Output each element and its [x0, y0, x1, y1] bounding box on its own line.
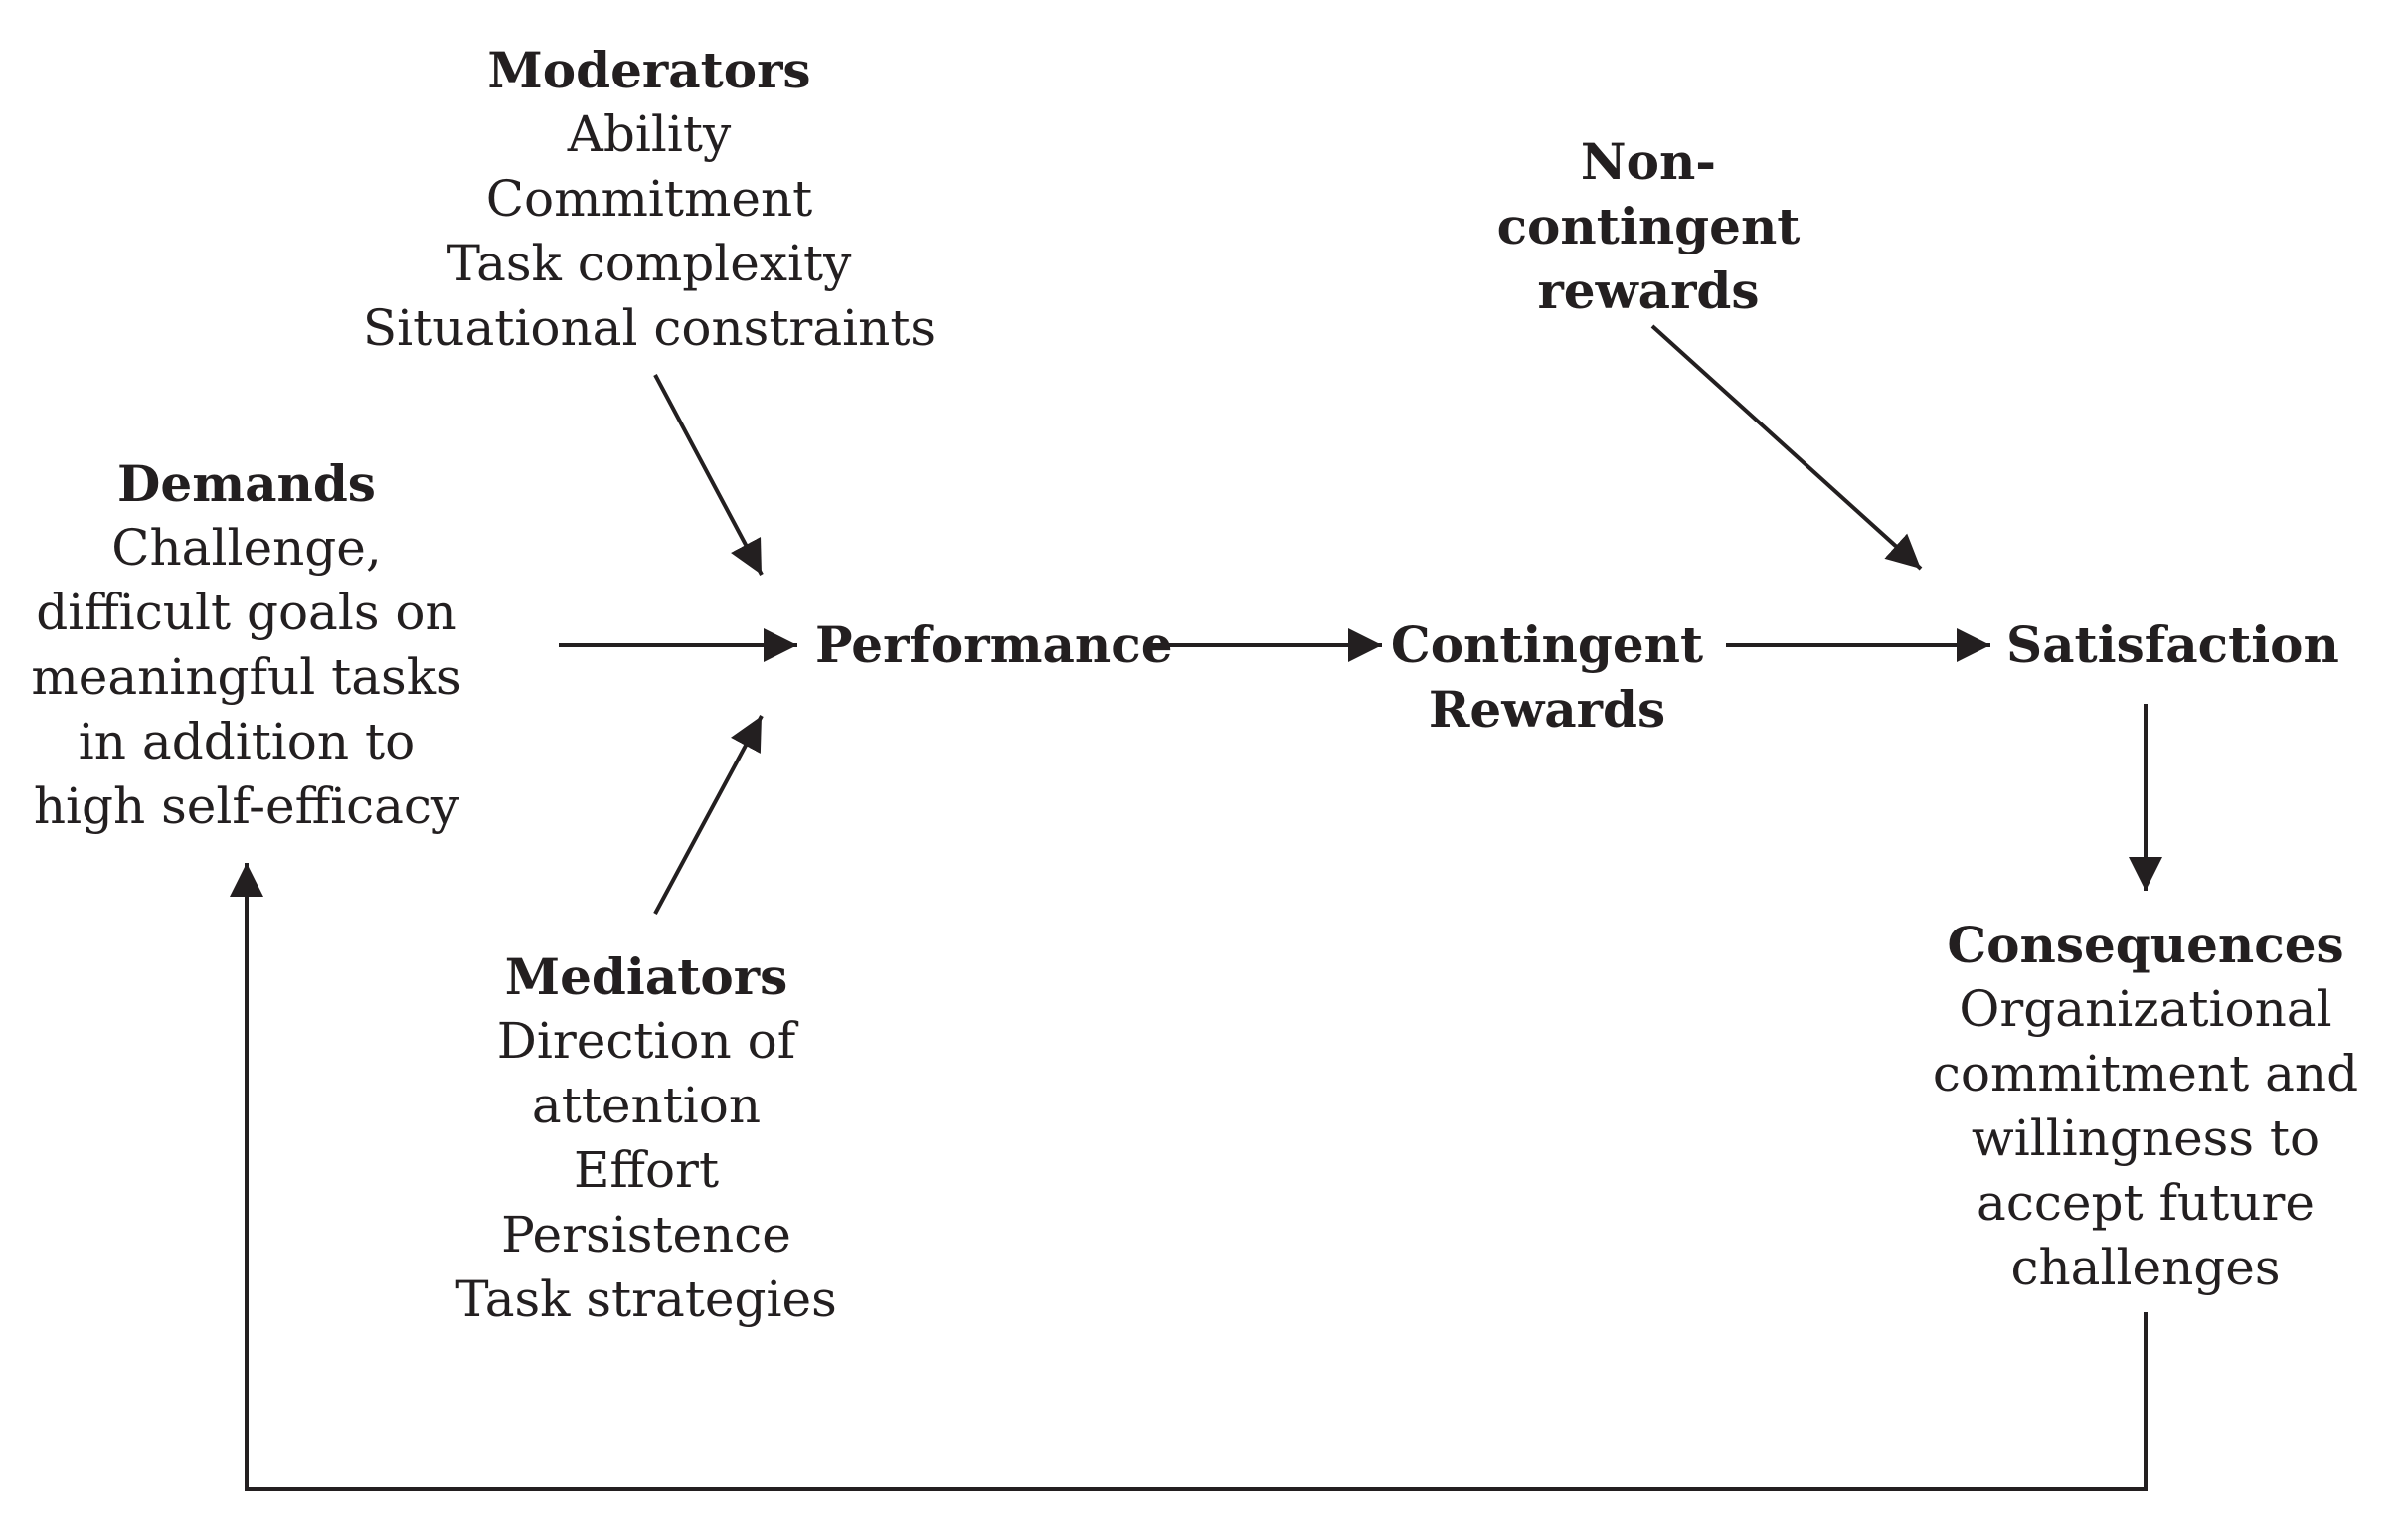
consequences-item: willingness to [1971, 1109, 2321, 1167]
consequences-item: Organizational [1959, 980, 2332, 1038]
demands-item: difficult goals on [36, 584, 457, 641]
contingent-rewards-node: Contingent Rewards [1391, 612, 1703, 742]
moderator-item: Ability [567, 105, 732, 163]
mediators-title: Mediators [504, 947, 788, 1006]
demands-item: Challenge, [111, 519, 382, 577]
mediators-node: Mediators Direction of attention Effort … [455, 944, 837, 1332]
consequences-item: commitment and [1932, 1045, 2359, 1102]
demands-item: high self-efficacy [33, 777, 460, 835]
satisfaction-node: Satisfaction [2006, 615, 2339, 674]
contingent-rewards-line: Contingent [1390, 615, 1704, 674]
non-contingent-line: contingent [1496, 197, 1801, 255]
consequences-title: Consequences [1947, 916, 2344, 974]
demands-node: Demands Challenge, difficult goals on me… [31, 451, 461, 839]
moderator-item: Situational constraints [362, 299, 937, 357]
mediator-item: Effort [573, 1141, 720, 1199]
moderators-title: Moderators [487, 41, 811, 99]
consequences-node: Consequences Organizational commitment a… [1933, 913, 2358, 1300]
arrow-moderators-to-performance [653, 374, 764, 576]
non-contingent-line: Non- [1580, 132, 1717, 191]
mediator-item: Task strategies [455, 1270, 837, 1328]
mediator-item: attention [531, 1077, 762, 1134]
non-contingent-line: rewards [1537, 261, 1760, 320]
demands-title: Demands [117, 454, 376, 513]
contingent-rewards-line: Rewards [1428, 680, 1666, 739]
performance-node: Performance [815, 615, 1173, 674]
consequences-item: challenges [2010, 1239, 2281, 1296]
arrow-non-contingent-rewards-to-satisfaction [1650, 324, 1923, 571]
consequences-item: accept future [1977, 1174, 2315, 1232]
moderator-item: Task complexity [446, 235, 852, 292]
mediator-item: Persistence [501, 1206, 791, 1264]
non-contingent-rewards-node: Non- contingent rewards [1497, 129, 1801, 323]
moderator-item: Commitment [485, 170, 813, 228]
arrow-consequences-feedback-to-demands [230, 863, 2148, 1491]
arrow-mediators-to-performance [653, 715, 764, 915]
demands-item: meaningful tasks [31, 648, 462, 706]
mediator-item: Direction of [496, 1012, 796, 1070]
demands-item: in addition to [78, 713, 416, 770]
moderators-node: Moderators Ability Commitment Task compl… [363, 38, 936, 361]
